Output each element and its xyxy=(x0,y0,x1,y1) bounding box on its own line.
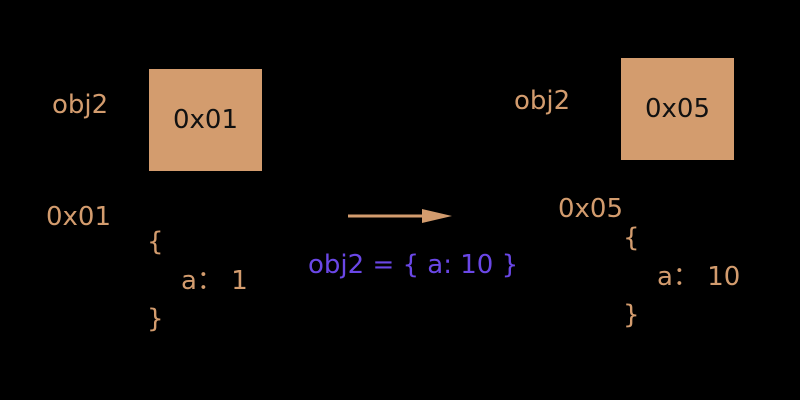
right-object-property: a： 10 xyxy=(657,262,741,292)
right-pointer-box: 0x05 xyxy=(621,58,734,160)
left-object-property: a： 1 xyxy=(181,266,248,296)
right-close-brace: } xyxy=(623,300,640,330)
left-open-brace: { xyxy=(147,227,164,257)
assignment-statement: obj2 = { a: 10 } xyxy=(308,250,519,280)
right-heap-address: 0x05 xyxy=(558,194,624,224)
left-heap-address: 0x01 xyxy=(46,202,112,232)
left-pointer-value: 0x01 xyxy=(172,105,238,135)
left-close-brace: } xyxy=(147,304,164,334)
left-variable-label: obj2 xyxy=(52,90,109,120)
right-variable-label: obj2 xyxy=(514,86,571,116)
right-pointer-value: 0x05 xyxy=(644,94,710,124)
left-pointer-box: 0x01 xyxy=(149,69,262,171)
arrow-head xyxy=(422,209,452,223)
right-arrow-icon xyxy=(348,209,452,223)
right-open-brace: { xyxy=(623,223,640,253)
